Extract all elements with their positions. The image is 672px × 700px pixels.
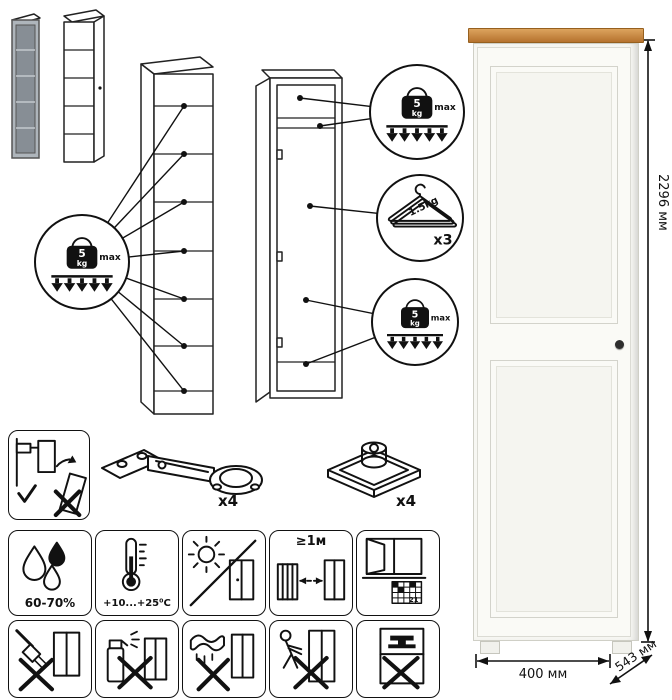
hanger-icon — [387, 183, 458, 228]
height-dimension-arrow — [641, 39, 655, 643]
foot-count-label: x4 — [396, 492, 417, 510]
wardrobe-top-board — [468, 28, 644, 43]
wardrobe-foot-left — [480, 641, 500, 654]
kettlebell-icon: 5 kg — [66, 237, 98, 269]
wardrobe-door — [477, 47, 631, 637]
anti-tip-warning-icon — [8, 430, 90, 520]
hanger-count-label: x3 — [433, 233, 452, 249]
no-heavy-load-icon — [356, 620, 440, 698]
cabinet-thumbnail-open — [63, 9, 105, 163]
max-label: max — [434, 103, 456, 113]
product-image — [468, 28, 644, 654]
weight-unit: kg — [412, 109, 423, 118]
shelf-load-badge: 5 kg max — [34, 214, 130, 310]
door-panel-upper — [490, 66, 618, 324]
hinge-icon — [101, 449, 263, 495]
no-spray-icon — [95, 620, 179, 698]
width-dimension-arrow — [475, 654, 611, 668]
weight-unit: kg — [410, 320, 420, 328]
max-label: max — [431, 312, 451, 322]
height-dimension-label: 2296 мм — [655, 174, 670, 231]
hanger-load-badge: 1.5kg x3 — [376, 174, 464, 262]
no-solvent-icon — [8, 620, 92, 698]
wardrobe-body — [473, 43, 639, 641]
heat-distance-icon: ≥1м — [269, 530, 353, 616]
down-arrows-icon — [51, 278, 113, 292]
weight-value: 5 — [78, 248, 85, 260]
humidity-icon: 60-70% — [8, 530, 92, 616]
ventilation-window-icon: 21 — [356, 530, 440, 616]
hinge-count-label: x4 — [218, 492, 239, 510]
humidity-label: 60-70% — [24, 596, 76, 610]
open-wardrobe-drawing — [255, 69, 343, 403]
shelf-leader-dots — [181, 103, 187, 394]
top-shelf-load-badge: 5 kg max — [369, 64, 465, 160]
max-label: max — [99, 253, 121, 263]
wardrobe-foot-right — [612, 641, 632, 654]
door-panel-lower — [490, 360, 618, 618]
kettlebell-icon: 5 kg — [401, 299, 429, 329]
cabinet-thumbnail-closed — [11, 13, 41, 159]
depth-dimension-arrow — [609, 654, 653, 685]
down-arrows-icon — [386, 128, 448, 142]
weight-value: 5 — [413, 98, 420, 110]
down-arrows-icon — [387, 336, 443, 350]
weight-unit: kg — [77, 259, 88, 268]
window-grid-number: 21 — [409, 596, 419, 604]
temperature-label: +10...+25⁰C — [103, 598, 171, 609]
door-knob — [615, 340, 624, 349]
weight-value: 5 — [412, 310, 419, 321]
shelf-cabinet-drawing — [140, 56, 214, 415]
foot-icon — [327, 441, 421, 498]
distance-label: ≥1м — [295, 534, 327, 549]
width-dimension-label: 400 мм — [518, 667, 568, 682]
bottom-shelf-load-badge: 5 kg max — [371, 278, 459, 366]
no-moving-loaded-icon — [269, 620, 353, 698]
no-wet-cleaning-icon — [182, 620, 266, 698]
temperature-icon: +10...+25⁰C — [95, 530, 179, 616]
kettlebell-icon: 5 kg — [401, 87, 433, 119]
no-sunlight-icon — [182, 530, 266, 616]
wardrobe-leader-dots — [297, 95, 323, 367]
